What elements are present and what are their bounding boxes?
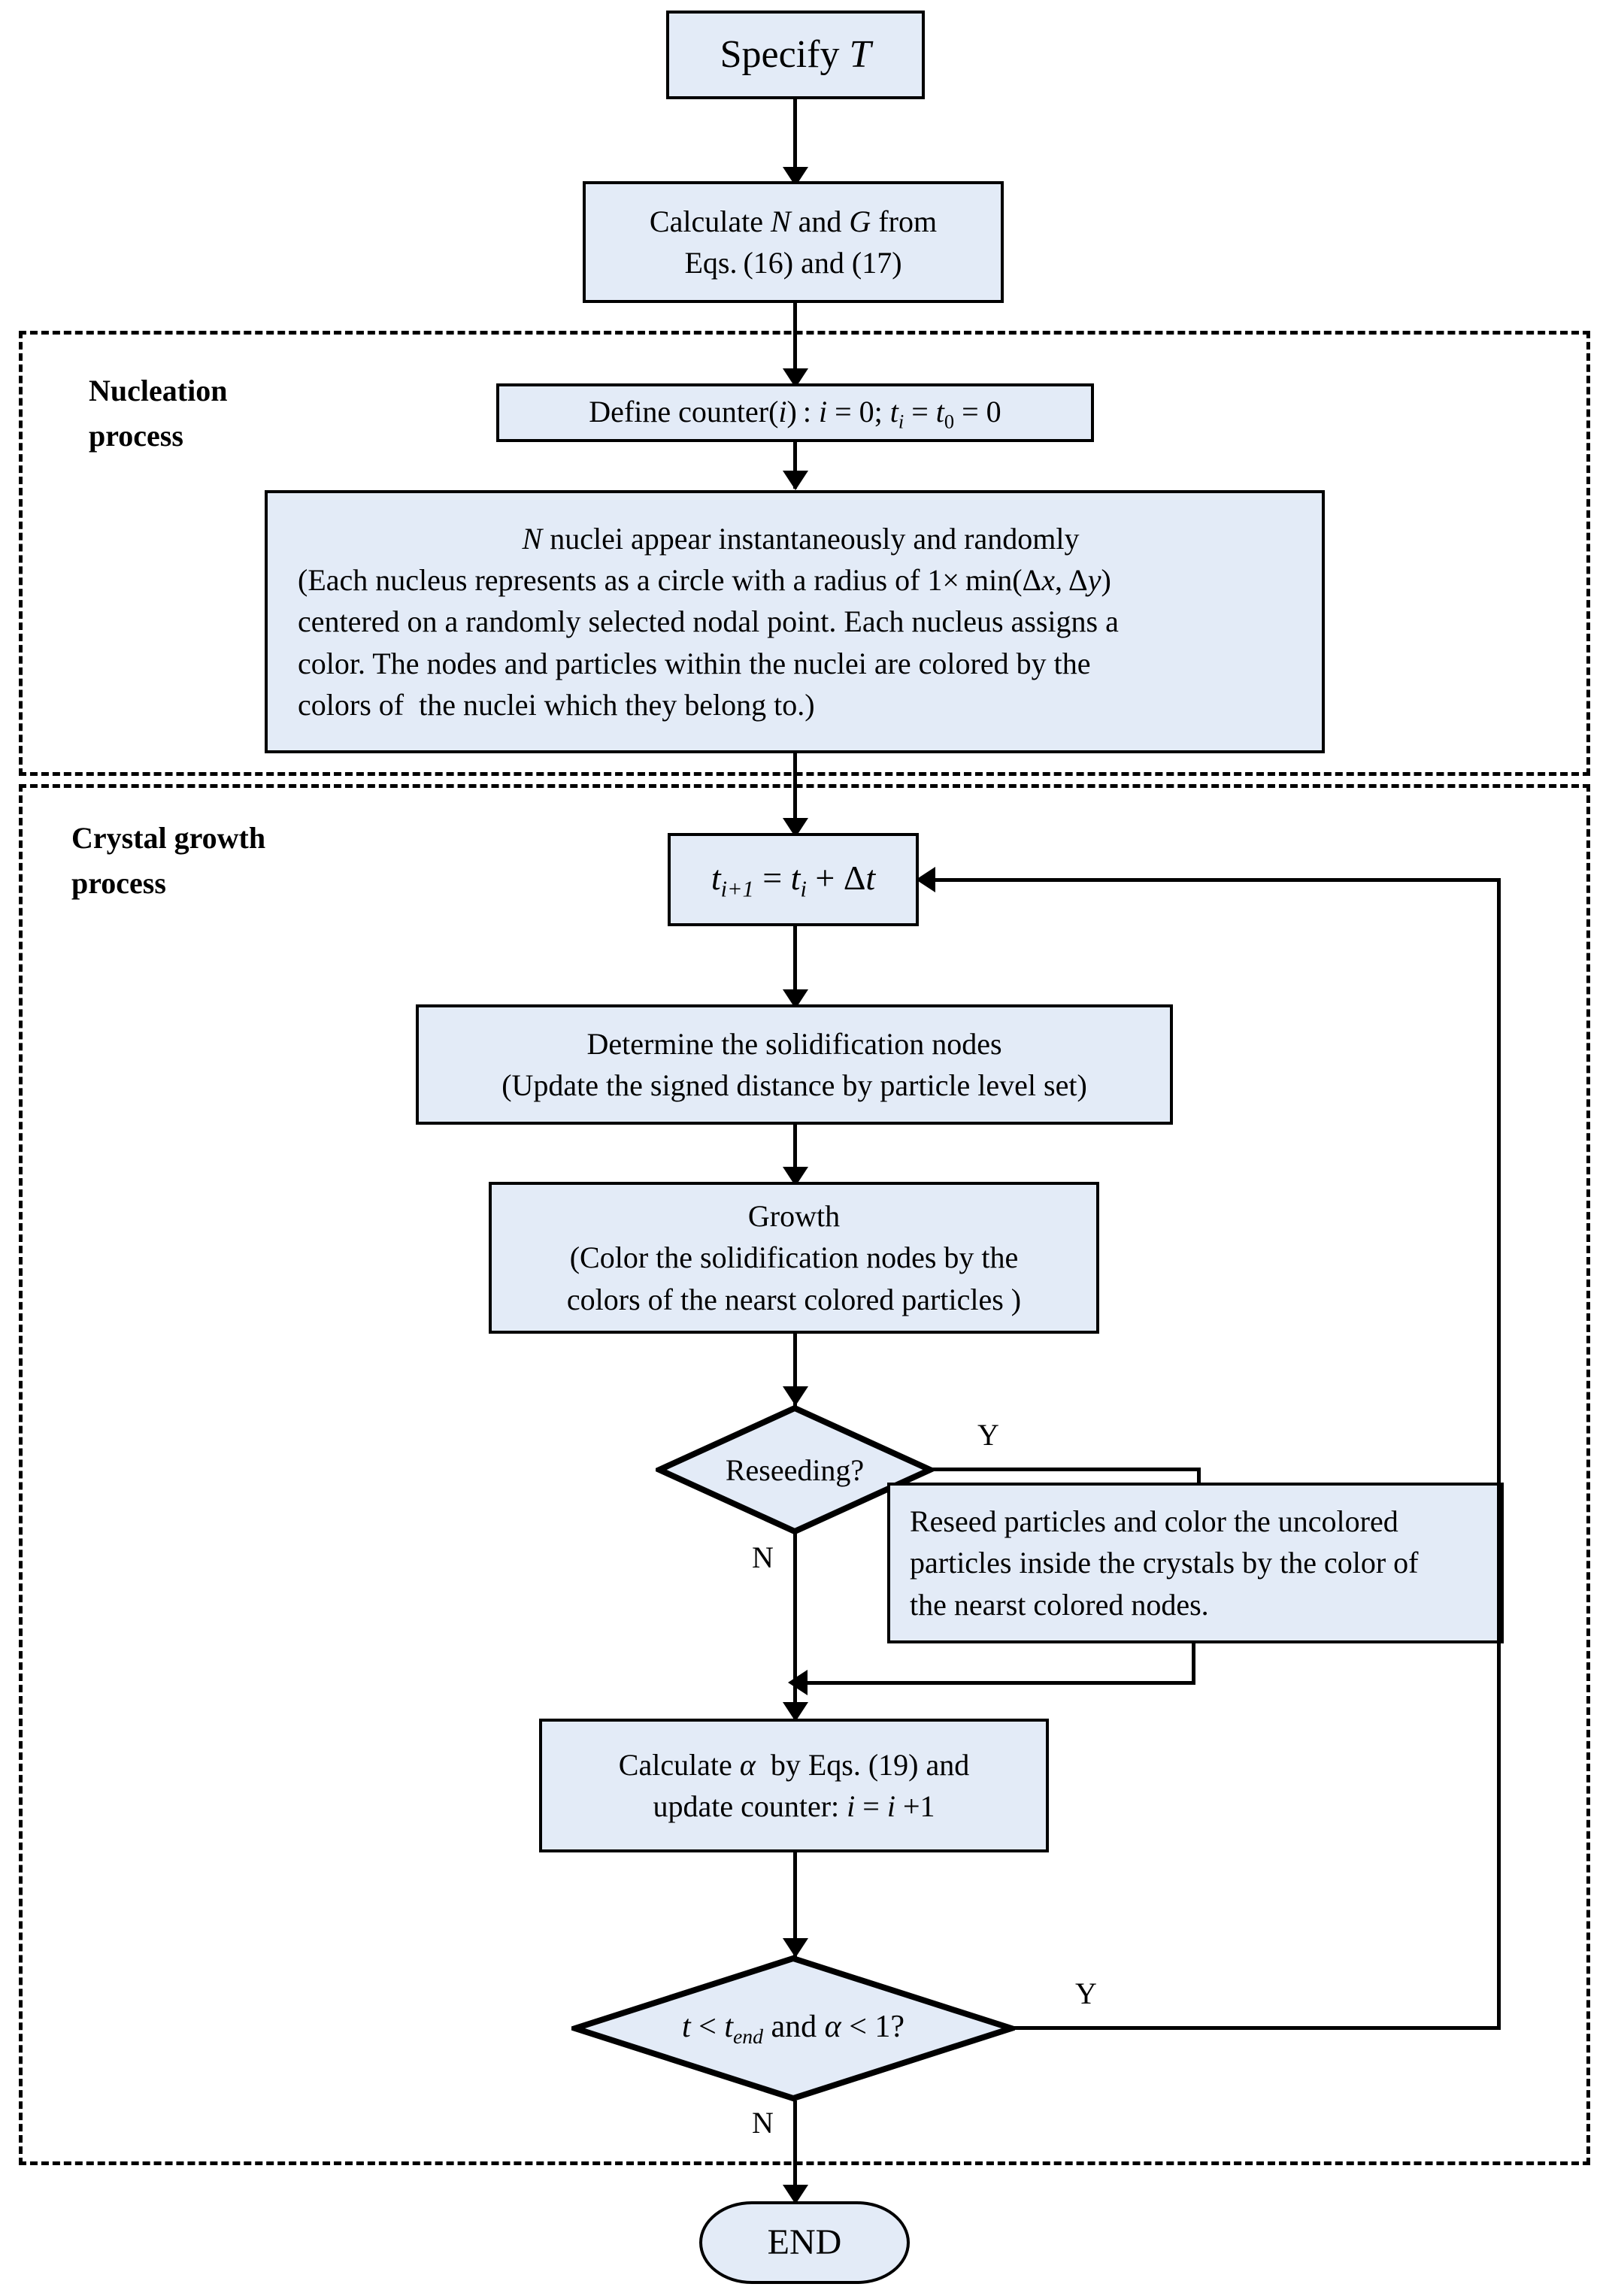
node-end-label: END [767, 2222, 842, 2262]
node-end[interactable]: END [699, 2201, 910, 2284]
node-calculate-alpha-line-1: update counter: i = i +1 [653, 1789, 935, 1823]
node-calculate-alpha-line-0: Calculate α by Eqs. (19) and [618, 1747, 970, 1782]
node-loop-decision-label: t < tend and α < 1? [681, 2009, 905, 2048]
node-calculate-alpha[interactable]: Calculate α by Eqs. (19) and update coun… [539, 1719, 1049, 1852]
connector-timestep-to-determine [793, 926, 797, 1009]
group-label-nucleation-process: Nucleation process [89, 374, 228, 453]
arrowhead-counter-to-nuclei [783, 471, 808, 490]
node-determine-line-0: Determine the solidification nodes [586, 1026, 1002, 1061]
reseeding-diamond-shape [656, 1404, 934, 1535]
node-nuclei-appear-line-0: N nuclei appear instantaneously and rand… [522, 522, 1080, 556]
arrowhead-alpha-to-loop [783, 1938, 808, 1958]
node-reseed-line-2: the nearst colored nodes. [910, 1587, 1209, 1622]
connector-nuclei-to-timestep [793, 753, 797, 836]
node-reseed-particles[interactable]: Reseed particles and color the uncolored… [887, 1483, 1504, 1643]
node-nuclei-appear[interactable]: N nuclei appear instantaneously and rand… [265, 490, 1325, 753]
node-nuclei-appear-line-2: centered on a randomly selected nodal po… [298, 604, 1119, 639]
connector-calc-to-counter [793, 303, 797, 381]
node-time-step-line-0: ti+1 = ti + Δt [711, 858, 876, 902]
connector-reseeding-no-vertical [793, 1534, 797, 1722]
arrowhead-reseed-merge [788, 1670, 808, 1695]
node-reseeding-decision[interactable]: Reseeding? [656, 1404, 934, 1535]
edge-label-reseeding-yes: Y [977, 1418, 999, 1452]
connector-loop-yes-vertical [1497, 878, 1501, 2028]
node-define-counter-line-0: Define counter(i) : i = 0; ti = t0 = 0 [589, 394, 1001, 432]
node-reseed-line-1: particles inside the crystals by the col… [910, 1546, 1419, 1580]
connector-reseeding-yes-horizontal [930, 1468, 1201, 1471]
node-specify-t[interactable]: Specify T [666, 11, 925, 99]
node-growth-line-2: colors of the nearst colored particles ) [566, 1282, 1022, 1316]
arrowhead-growth-to-reseeding [783, 1386, 808, 1406]
node-growth[interactable]: Growth (Color the solidification nodes b… [489, 1182, 1099, 1334]
arrowhead-loop-yes [916, 867, 935, 892]
group-label-crystal-growth-process: Crystal growth process [71, 821, 266, 900]
connector-counter-to-nuclei [793, 442, 797, 489]
node-time-step[interactable]: ti+1 = ti + Δt [668, 833, 919, 926]
node-loop-decision[interactable]: t < tend and α < 1? [571, 1955, 1015, 2102]
node-growth-line-0: Growth [747, 1199, 841, 1234]
node-calculate-n-g[interactable]: Calculate N and G from Eqs. (16) and (17… [583, 181, 1004, 303]
node-define-counter[interactable]: Define counter(i) : i = 0; ti = t0 = 0 [496, 383, 1094, 442]
node-determine-solidification-nodes[interactable]: Determine the solidification nodes (Upda… [416, 1004, 1173, 1125]
connector-reseed-exit-horizontal [793, 1681, 1195, 1685]
edge-label-loop-yes: Y [1075, 1976, 1097, 2010]
node-reseed-line-0: Reseed particles and color the uncolored [910, 1504, 1398, 1539]
node-reseeding-decision-label: Reseeding? [725, 1452, 865, 1487]
group-crystal-growth-process [19, 784, 1590, 2165]
connector-reseed-exit-vertical [1192, 1643, 1195, 1684]
edge-label-loop-no: N [752, 2106, 774, 2140]
edge-label-reseeding-no: N [752, 1540, 774, 1574]
connector-loop-no-vertical [793, 2101, 797, 2198]
node-determine-line-1: (Update the signed distance by particle … [501, 1068, 1087, 1102]
node-growth-line-1: (Color the solidification nodes by the [569, 1240, 1019, 1275]
connector-loop-yes-horizontal-bottom [1011, 2026, 1501, 2030]
connector-alpha-to-loop [793, 1852, 797, 1958]
arrowhead-to-calc-alpha [783, 1702, 808, 1722]
connector-start-to-calc [793, 99, 797, 179]
node-calculate-n-g-line-1: Eqs. (16) and (17) [684, 246, 902, 280]
node-calculate-n-g-line-0: Calculate N and G from [649, 204, 938, 238]
node-nuclei-appear-line-4: colors of the nuclei which they belong t… [298, 687, 815, 722]
node-nuclei-appear-line-3: color. The nodes and particles within th… [298, 646, 1091, 680]
node-nuclei-appear-line-1: (Each nucleus represents as a circle wit… [298, 563, 1111, 598]
connector-determine-to-growth [793, 1125, 797, 1186]
node-specify-t-line-0: Specify T [720, 33, 871, 77]
connector-loop-yes-horizontal-top [925, 878, 1500, 882]
connector-growth-to-reseeding [793, 1334, 797, 1406]
loop-diamond-shape [571, 1955, 1015, 2102]
group-nucleation-process [19, 331, 1590, 776]
